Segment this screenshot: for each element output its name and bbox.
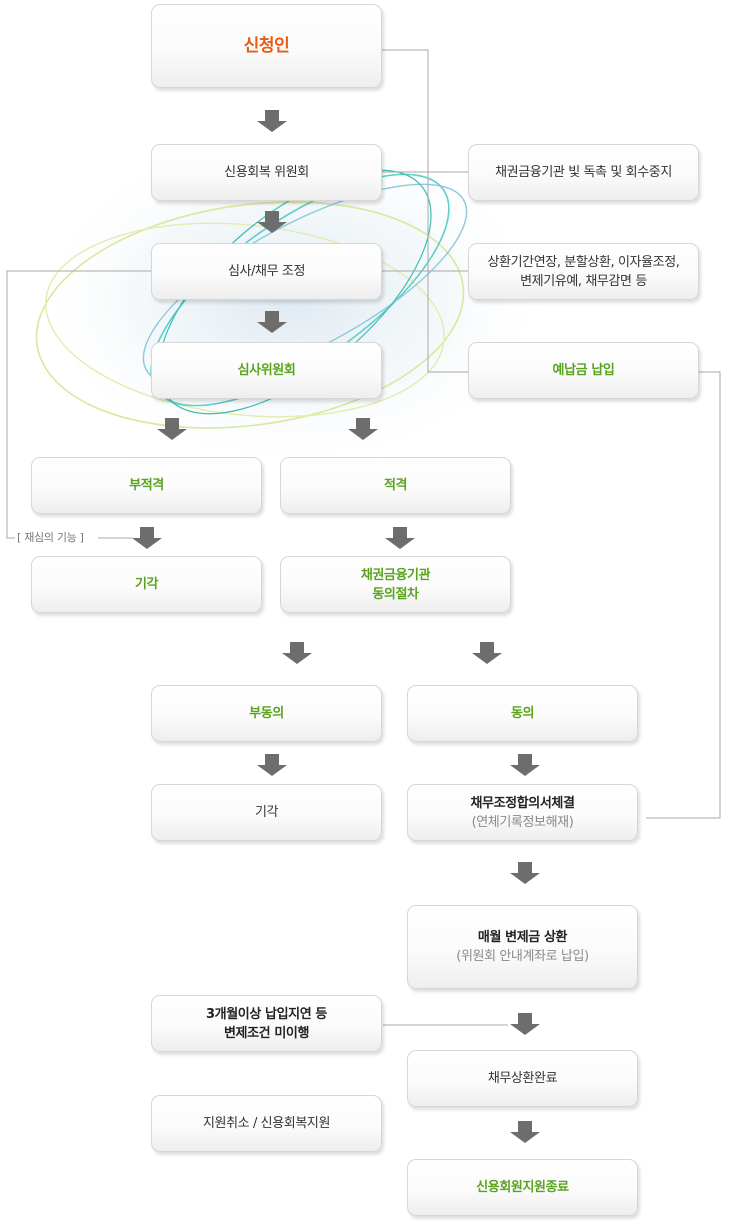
node-agree: 동의 bbox=[407, 685, 638, 742]
node-cancel-label: 지원취소 / 신용회복지원 bbox=[202, 1116, 331, 1131]
side-adjust-options: 상환기간연장, 분할상환, 이자율조정, 변제기유예, 채무감면 등 bbox=[468, 243, 699, 300]
side-stop-label: 채권금융기관 빛 독촉 및 회수중지 bbox=[495, 165, 672, 180]
side-prepayment: 예납금 납입 bbox=[468, 342, 699, 399]
node-disagree-label: 부동의 bbox=[249, 706, 284, 721]
node-rejected-1-label: 기각 bbox=[134, 577, 159, 592]
node-creditor-consent-line2: 동의절차 bbox=[372, 586, 419, 602]
node-applicant-label: 신청인 bbox=[243, 35, 290, 56]
node-default-line2: 변제조건 미이행 bbox=[223, 1025, 310, 1041]
connector-review-reexam bbox=[6, 270, 151, 539]
node-disagree: 부동의 bbox=[151, 685, 382, 742]
arrow-down-icon bbox=[510, 1013, 540, 1035]
node-agreement-line2: (연체기록정보해재) bbox=[471, 814, 574, 830]
node-end-label: 신용회원지원종료 bbox=[476, 1180, 569, 1195]
arrow-down-icon bbox=[510, 754, 540, 776]
node-default-line1: 3개월이상 납입지연 등 bbox=[206, 1006, 327, 1022]
arrow-down-icon bbox=[132, 527, 162, 549]
node-default: 3개월이상 납입지연 등 변제조건 미이행 bbox=[151, 995, 382, 1052]
node-committee-label: 신용회복 위원회 bbox=[224, 165, 309, 180]
node-rejected-2-label: 기각 bbox=[254, 805, 279, 820]
arrow-down-icon bbox=[348, 418, 378, 440]
node-monthly-line1: 매월 변제금 상환 bbox=[477, 930, 568, 945]
node-eligible-label: 적격 bbox=[383, 478, 408, 493]
side-stop-collection: 채권금융기관 빛 독촉 및 회수중지 bbox=[468, 144, 699, 201]
node-eligible: 적격 bbox=[280, 457, 511, 514]
node-creditor-consent-line1: 채권금융기관 bbox=[360, 567, 431, 583]
arrow-down-icon bbox=[157, 418, 187, 440]
connector-prepay-agreement bbox=[646, 371, 721, 819]
node-ineligible-label: 부적격 bbox=[129, 478, 164, 493]
arrow-down-icon bbox=[257, 211, 287, 233]
node-agreement-line1: 채무조정합의서체결 bbox=[470, 795, 575, 811]
node-ineligible: 부적격 bbox=[31, 457, 262, 514]
side-adjust-line2: 변제기유예, 채무감면 등 bbox=[520, 273, 647, 289]
side-prepay-label: 예납금 납입 bbox=[552, 363, 615, 378]
reexam-tag: [ 재심의 기능 ] bbox=[15, 531, 86, 545]
node-monthly-line2: (위원회 안내계좌로 납입) bbox=[456, 949, 589, 964]
arrow-down-icon bbox=[510, 1121, 540, 1143]
node-review-committee-label: 심사위원회 bbox=[237, 363, 296, 378]
connector-applicant-prepay bbox=[381, 49, 468, 373]
node-rejected-2: 기각 bbox=[151, 784, 382, 841]
arrow-down-icon bbox=[510, 862, 540, 884]
node-end: 신용회원지원종료 bbox=[407, 1159, 638, 1216]
node-committee: 신용회복 위원회 bbox=[151, 144, 382, 201]
arrow-down-icon bbox=[257, 110, 287, 132]
node-repaid: 채무상환완료 bbox=[407, 1050, 638, 1107]
node-monthly-repayment: 매월 변제금 상환 (위원회 안내계좌로 납입) bbox=[407, 905, 638, 989]
node-creditor-consent: 채권금융기관 동의절차 bbox=[280, 556, 511, 613]
node-review-committee: 심사위원회 bbox=[151, 342, 382, 399]
node-agree-label: 동의 bbox=[510, 706, 535, 721]
node-applicant: 신청인 bbox=[151, 4, 382, 88]
arrow-down-icon bbox=[282, 642, 312, 664]
node-review-label: 심사/채무 조정 bbox=[227, 264, 306, 279]
arrow-down-icon bbox=[257, 311, 287, 333]
arrow-down-icon bbox=[385, 527, 415, 549]
node-review: 심사/채무 조정 bbox=[151, 243, 382, 300]
arrow-down-icon bbox=[472, 642, 502, 664]
arrow-down-icon bbox=[257, 754, 287, 776]
node-rejected-1: 기각 bbox=[31, 556, 262, 613]
node-repaid-label: 채무상환완료 bbox=[487, 1071, 558, 1086]
side-adjust-line1: 상환기간연장, 분할상환, 이자율조정, bbox=[487, 254, 680, 270]
node-agreement: 채무조정합의서체결 (연체기록정보해재) bbox=[407, 784, 638, 841]
node-cancel: 지원취소 / 신용회복지원 bbox=[151, 1095, 382, 1152]
